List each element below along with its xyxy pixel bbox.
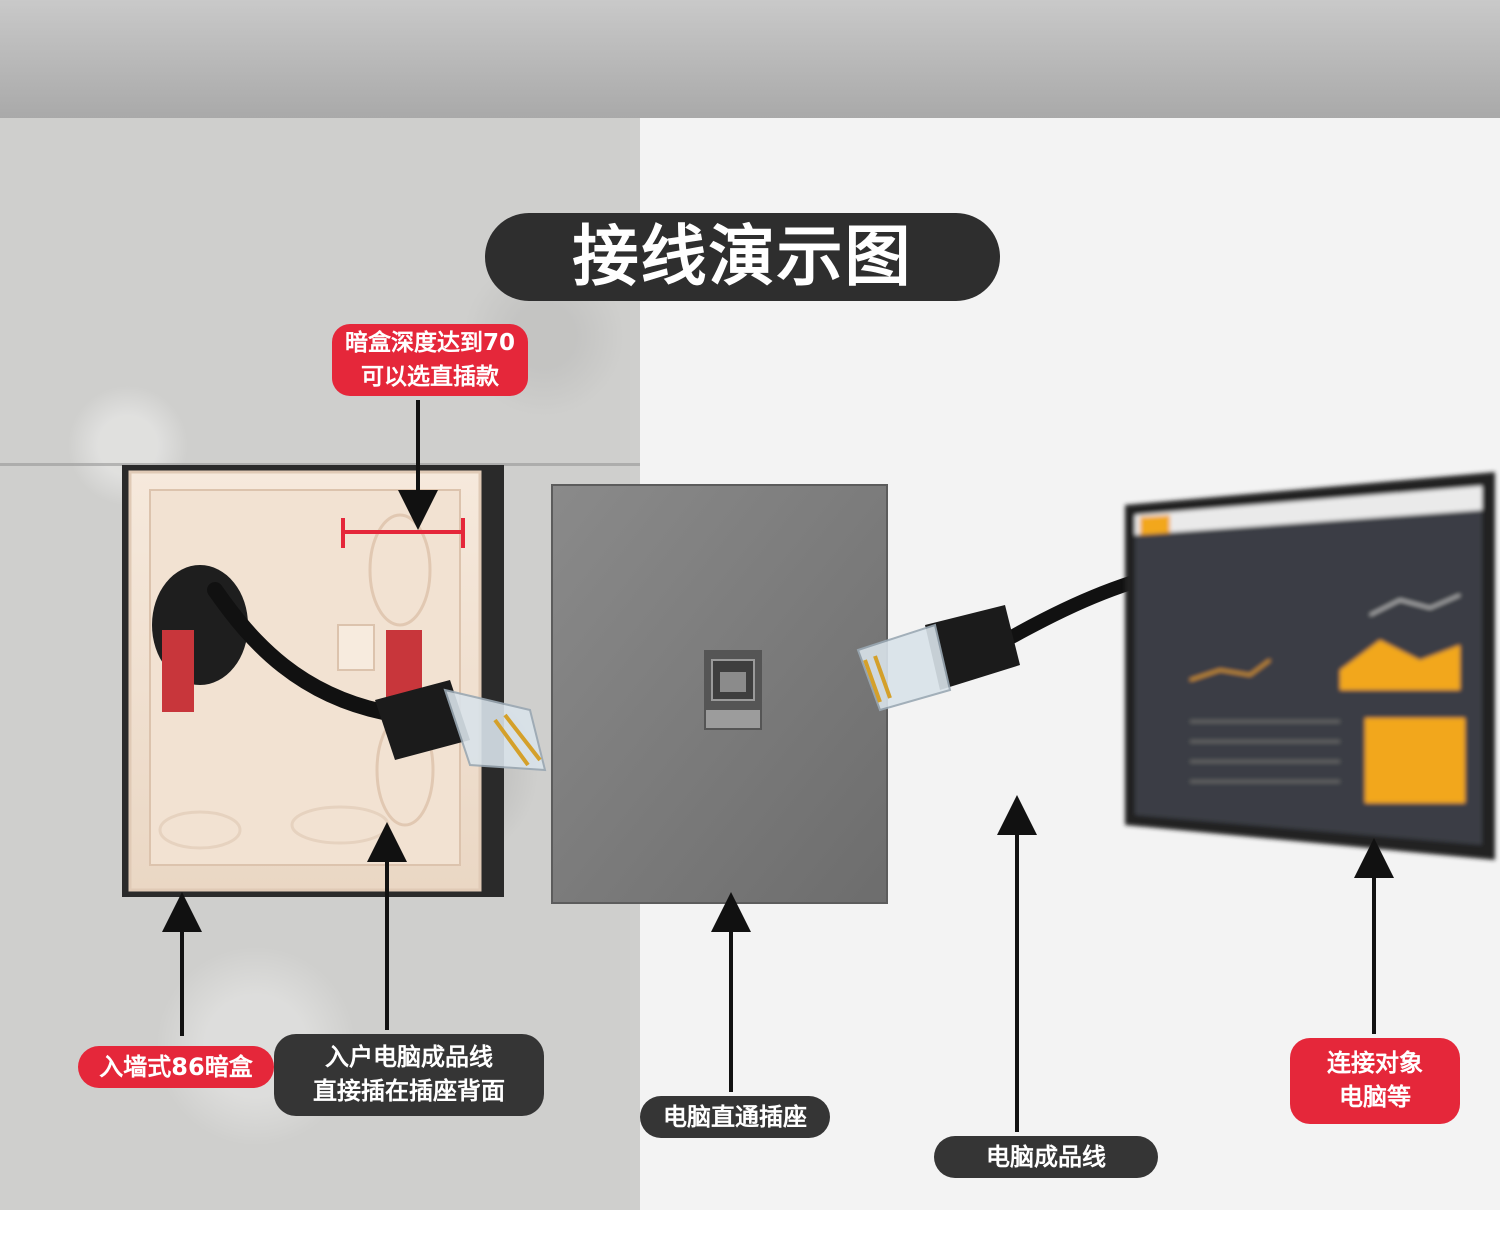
label-target-line2: 电脑等 bbox=[1339, 1083, 1411, 1111]
network-socket-panel bbox=[551, 484, 888, 904]
label-socket: 电脑直通插座 bbox=[640, 1096, 830, 1138]
wall-box-86 bbox=[122, 465, 504, 897]
label-target-line1: 连接对象 bbox=[1327, 1049, 1423, 1077]
label-depth-line1: 暗盒深度达到70 bbox=[344, 330, 515, 356]
incoming-cable bbox=[207, 582, 547, 772]
label-box-target: 连接对象 电脑等 bbox=[1290, 1038, 1460, 1124]
diagram-title: 接线演示图 bbox=[485, 213, 1000, 301]
label-box-cable-in: 入户电脑成品线 直接插在插座背面 bbox=[274, 1034, 544, 1116]
patch-cable bbox=[856, 573, 1147, 712]
label-wall-box: 入墙式86暗盒 bbox=[78, 1046, 274, 1088]
label-cable-in-line1: 入户电脑成品线 bbox=[325, 1043, 493, 1071]
label-cable: 电脑成品线 bbox=[934, 1136, 1158, 1178]
label-box-depth: 暗盒深度达到70 可以选直插款 bbox=[332, 324, 528, 396]
label-depth-line2: 可以选直插款 bbox=[361, 364, 499, 390]
pointer-arrows bbox=[162, 400, 1394, 1132]
top-band bbox=[0, 0, 1500, 118]
depth-indicator bbox=[341, 518, 465, 548]
computer-monitor bbox=[1125, 472, 1495, 860]
label-cable-in-line2: 直接插在插座背面 bbox=[313, 1077, 505, 1105]
bottom-band bbox=[0, 1210, 1500, 1253]
wall-seam bbox=[0, 463, 640, 466]
